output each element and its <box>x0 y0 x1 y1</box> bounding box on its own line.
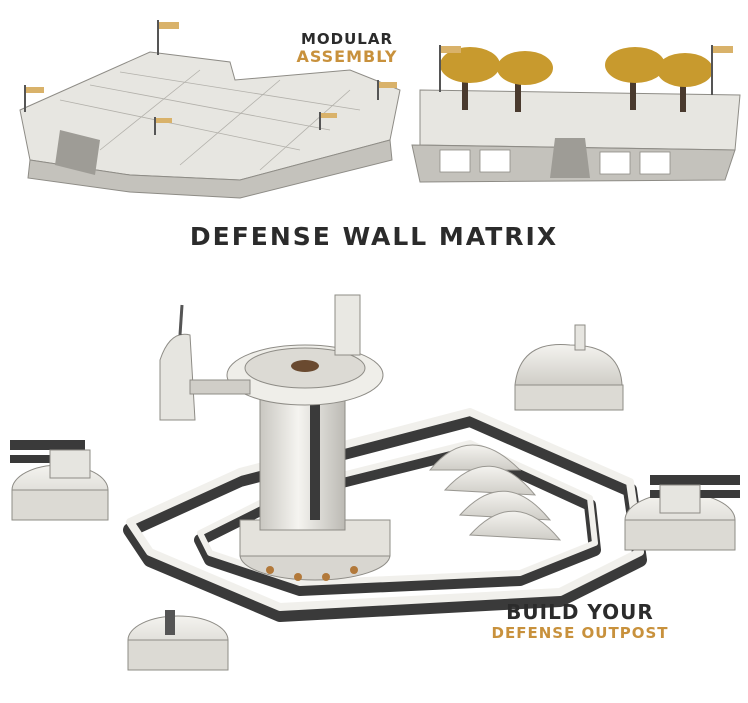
bottom-caption-line2: DEFENSE OUTPOST <box>491 624 669 642</box>
wall-segments <box>123 408 647 622</box>
page-title: DEFENSE WALL MATRIX <box>189 222 559 251</box>
turret-left <box>10 440 109 521</box>
turret-bottom <box>127 610 229 671</box>
tree-icon <box>440 47 713 112</box>
dome-bunker <box>514 324 624 411</box>
tree-platform-model <box>411 45 741 183</box>
platform-model-left <box>19 20 401 199</box>
top-caption-line1: MODULAR <box>300 30 394 48</box>
turret-right <box>624 475 740 551</box>
top-caption-line2: ASSEMBLY <box>296 47 398 66</box>
dome-icon <box>428 444 562 541</box>
flag-icon <box>439 45 733 95</box>
bottom-caption-line1: BUILD YOUR <box>506 600 654 624</box>
flag-icon <box>24 20 397 135</box>
central-tower <box>159 294 391 581</box>
